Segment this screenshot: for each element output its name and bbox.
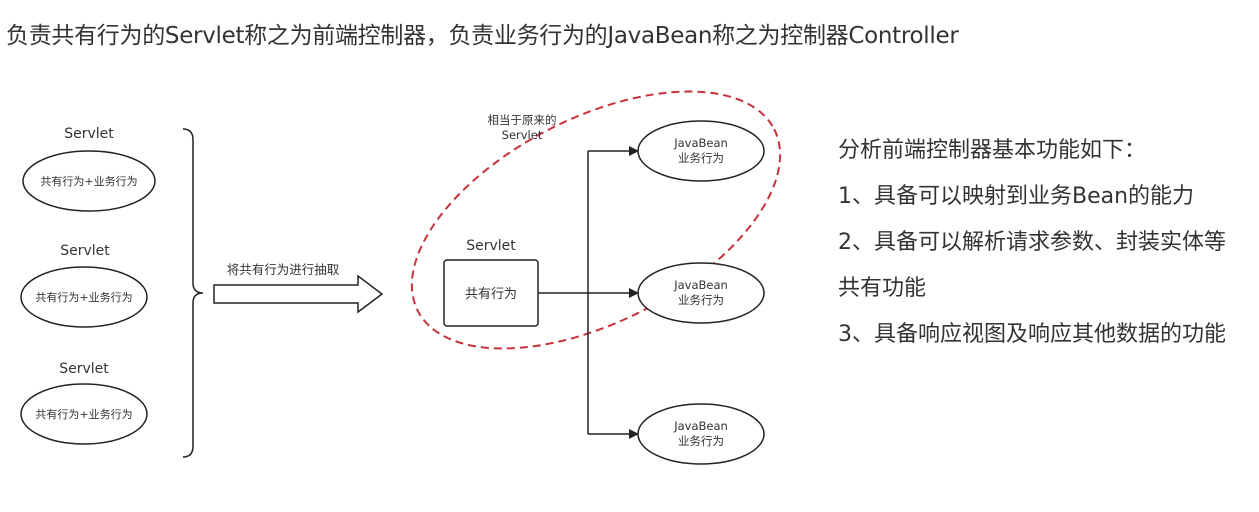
highlight-annotation-line1: 相当于原来的 [488,113,557,127]
front-controller-body: 共有行为 [465,287,517,302]
javabean-node-body: 业务行为 [678,293,724,307]
javabean-node-ellipse [637,262,765,324]
servlet-node-title: Servlet [60,243,110,259]
feature-notes: 分析前端控制器基本功能如下： 1、具备可以映射到业务Bean的能力 2、具备可以… [838,128,1238,358]
servlet-node-title: Servlet [64,126,114,142]
servlet-node-1: Servlet 共有行为+业务行为 [22,126,156,212]
front-controller-title: Servlet [466,238,516,254]
extraction-arrow-label: 将共有行为进行抽取 [227,262,340,277]
javabean-node-ellipse [637,120,765,182]
servlet-node-3: Servlet 共有行为+业务行为 [20,361,148,445]
servlet-node-body: 共有行为+业务行为 [40,174,137,188]
javabean-node-title: JavaBean [673,419,728,433]
servlet-node-ellipse [20,266,148,328]
javabean-node-title: JavaBean [673,278,728,292]
javabean-node-1: JavaBean 业务行为 [637,120,765,182]
servlet-node-body: 共有行为+业务行为 [35,290,132,304]
grouping-brace [182,128,204,458]
notes-item-3: 3、具备响应视图及响应其他数据的功能 [838,322,1226,347]
page-headline: 负责共有行为的Servlet称之为前端控制器，负责业务行为的JavaBean称之… [6,23,959,49]
servlet-node-2: Servlet 共有行为+业务行为 [20,243,148,328]
notes-item-2: 2、具备可以解析请求参数、封装实体等共有功能 [838,230,1226,301]
javabean-node-body: 业务行为 [678,151,724,165]
highlight-annotation-line2: Servlet [502,128,543,142]
javabean-node-2: JavaBean 业务行为 [637,262,765,324]
servlet-node-title: Servlet [59,361,109,377]
javabean-node-3: JavaBean 业务行为 [637,403,765,465]
servlet-node-ellipse [22,150,156,212]
notes-item-1: 1、具备可以映射到业务Bean的能力 [838,184,1195,209]
notes-heading: 分析前端控制器基本功能如下： [838,138,1147,163]
servlet-node-ellipse [20,383,148,445]
javabean-node-body: 业务行为 [678,434,724,448]
javabean-node-ellipse [637,403,765,465]
extraction-arrow [213,274,384,314]
javabean-node-title: JavaBean [673,136,728,150]
front-controller-highlight [410,90,782,350]
servlet-node-body: 共有行为+业务行为 [35,407,132,421]
